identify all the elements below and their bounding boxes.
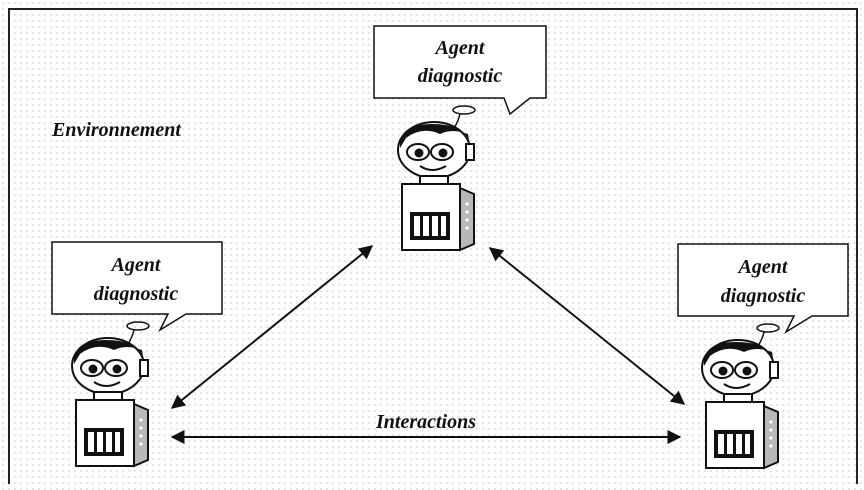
interactions-label: Interactions bbox=[375, 411, 476, 433]
robot-icon bbox=[397, 105, 476, 251]
speech-bubble-top: Agent diagnostic bbox=[373, 25, 547, 116]
agent-top-bubble-line1: Agent bbox=[434, 37, 486, 59]
agent-left: Agent diagnostic bbox=[51, 241, 223, 467]
agent-top: Agent diagnostic bbox=[373, 25, 547, 251]
environment-frame bbox=[8, 8, 858, 484]
robot-icon bbox=[71, 321, 150, 467]
agent-right-bubble-line2: diagnostic bbox=[721, 285, 806, 307]
arrow-top-right bbox=[488, 247, 686, 405]
agent-top-bubble-line2: diagnostic bbox=[418, 65, 503, 87]
speech-bubble-right: Agent diagnostic bbox=[677, 243, 849, 335]
robot-icon bbox=[701, 323, 780, 469]
agent-left-bubble-line2: diagnostic bbox=[94, 283, 179, 305]
agent-right-bubble-line1: Agent bbox=[737, 256, 789, 278]
speech-bubble-left: Agent diagnostic bbox=[51, 241, 223, 333]
arrow-left-top bbox=[170, 245, 374, 409]
agent-left-bubble-line1: Agent bbox=[110, 254, 162, 276]
agent-right: Agent diagnostic bbox=[677, 243, 849, 469]
environment-label: Environnement bbox=[51, 119, 182, 141]
